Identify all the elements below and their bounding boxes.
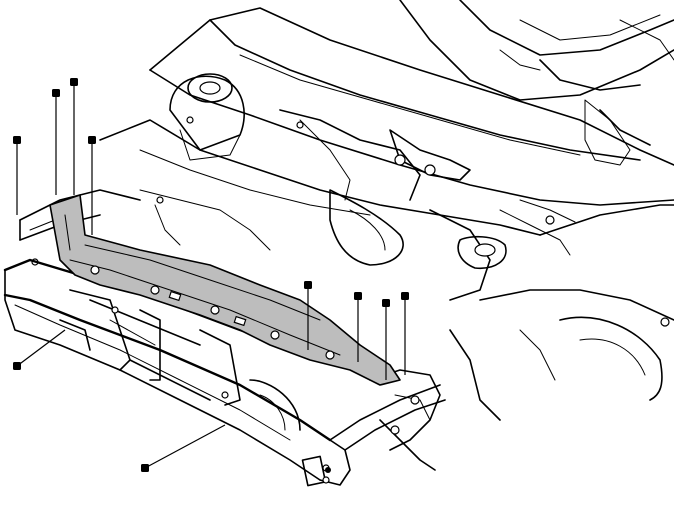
bolt-icon bbox=[304, 281, 312, 289]
fastener-group bbox=[13, 78, 409, 473]
bolt-icon bbox=[382, 299, 390, 307]
bolt-leader-line bbox=[144, 424, 226, 469]
right-frame-rail bbox=[249, 369, 441, 471]
bolt-icon bbox=[70, 78, 78, 86]
bolt-leader-line bbox=[16, 329, 66, 367]
left-strut-tower bbox=[169, 73, 245, 161]
bolt-icon bbox=[141, 464, 149, 472]
bolt-icon bbox=[88, 136, 96, 144]
right-fender-apron bbox=[449, 204, 674, 421]
bolt-icon bbox=[13, 136, 21, 144]
cowl-and-firewall bbox=[149, 0, 674, 206]
bolt-icon bbox=[52, 89, 60, 97]
bolt-icon bbox=[325, 467, 331, 473]
bolt-icon bbox=[401, 292, 409, 300]
engine-bay-structure bbox=[99, 109, 576, 301]
bolt-icon bbox=[354, 292, 362, 300]
radiator-support-upper-panel bbox=[49, 194, 401, 386]
radiator-support-lower bbox=[59, 289, 241, 406]
bolt-icon bbox=[13, 362, 21, 370]
